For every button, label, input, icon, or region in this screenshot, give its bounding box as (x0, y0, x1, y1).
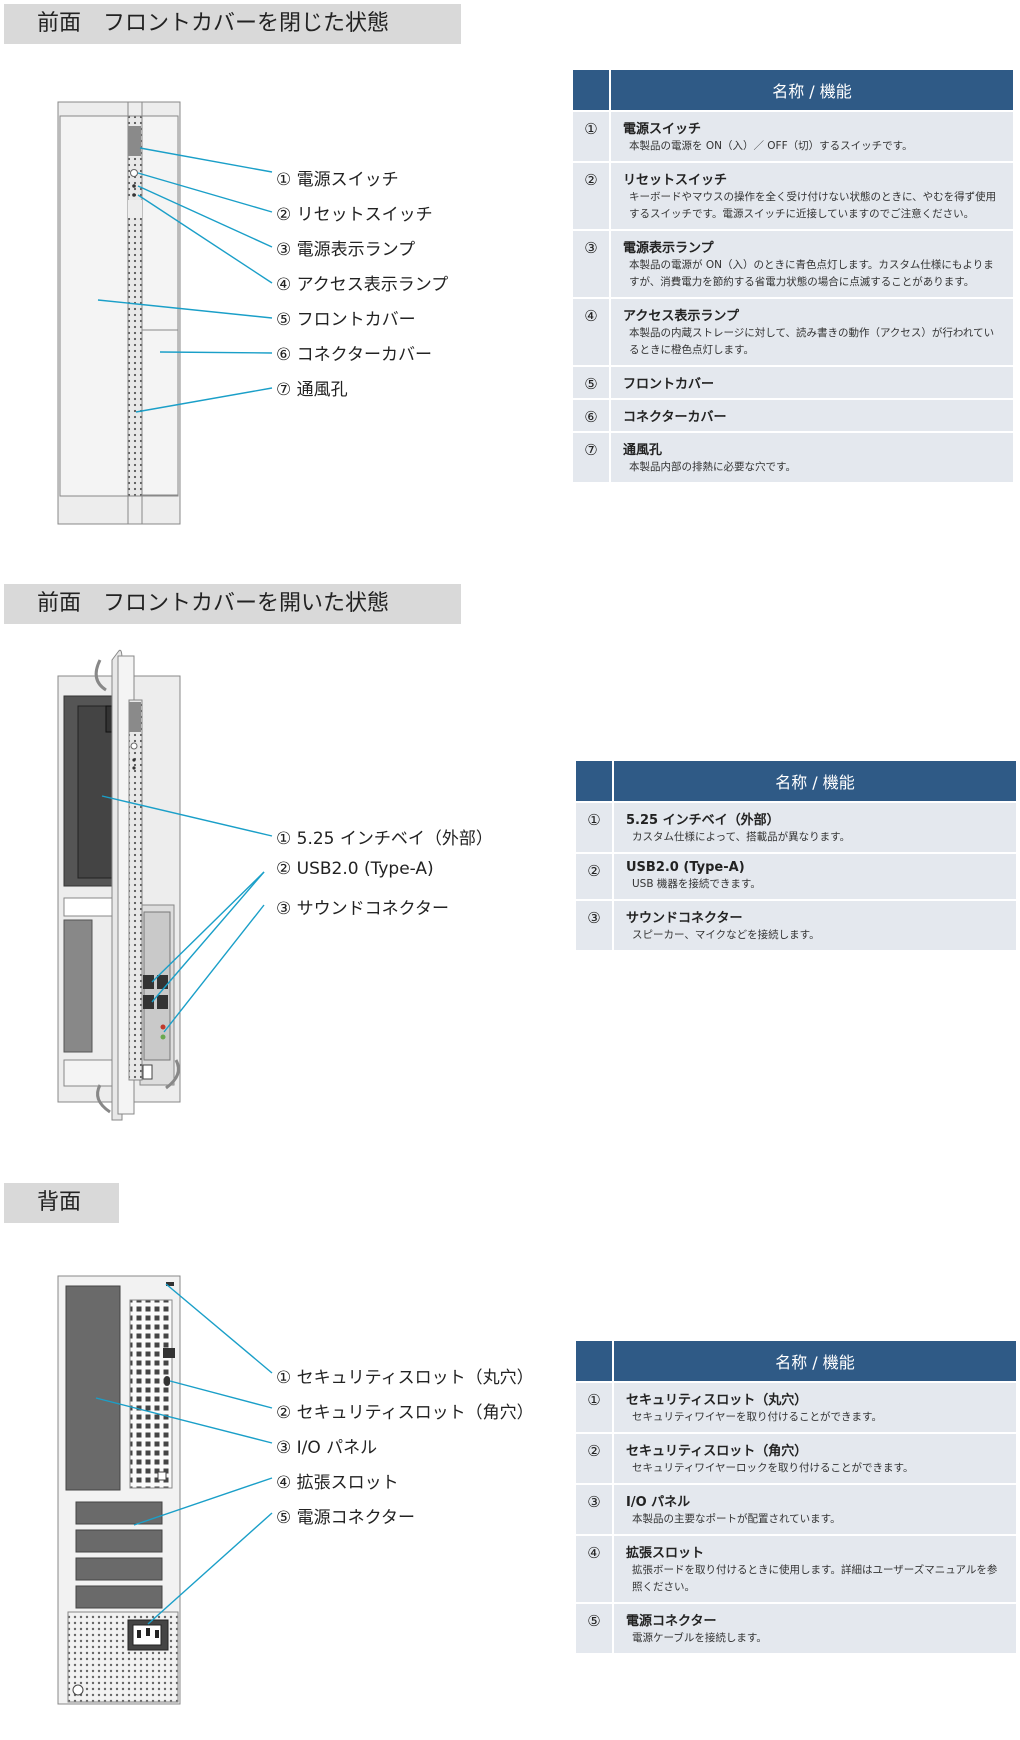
callout-security-round: ① セキュリティスロット（丸穴） (276, 1368, 534, 1388)
item-name: コネクターカバー (623, 410, 727, 425)
section-title-rear: 背面 (4, 1183, 119, 1223)
table-row: ⑦ 通風孔 本製品内部の排熱に必要な穴です。 (573, 433, 1013, 482)
item-desc: USB 機器を接続できます。 (632, 878, 761, 890)
item-name: I/O パネル (626, 1495, 691, 1510)
callout-sound: ③ サウンドコネクター (276, 899, 449, 919)
section-title-front-open: 前面 フロントカバーを開いた状態 (4, 584, 461, 624)
callout-power-switch: ① 電源スイッチ (276, 170, 399, 190)
callout-front-cover: ⑤ フロントカバー (276, 310, 416, 330)
table-row: ④ アクセス表示ランプ 本製品の内蔵ストレージに対して、読み書きの動作（アクセス… (573, 299, 1013, 365)
item-name: 電源コネクター (626, 1614, 717, 1629)
table-row: ③ サウンドコネクター スピーカー、マイクなどを接続します。 (576, 901, 1016, 950)
item-desc: キーボードやマウスの操作を全く受け付けない状態のときに、やむを得ず使用するスイッ… (629, 191, 997, 220)
callout-reset-switch: ② リセットスイッチ (276, 205, 433, 225)
item-desc: カスタム仕様によって、搭載品が異なります。 (632, 831, 851, 843)
item-name: 電源スイッチ (623, 122, 702, 137)
row-number: ① (576, 1383, 614, 1432)
table-row: ② USB2.0 (Type-A) USB 機器を接続できます。 (576, 854, 1016, 899)
table-header-num (573, 70, 611, 110)
table-row: ⑥ コネクターカバー (573, 400, 1013, 431)
spec-table-front-closed: 名称 / 機能 ① 電源スイッチ 本製品の電源を ON（入）／ OFF（切）する… (573, 68, 1013, 484)
table-row: ⑤ フロントカバー (573, 367, 1013, 398)
table-row: ③ 電源表示ランプ 本製品の電源が ON（入）のときに青色点灯します。カスタム仕… (573, 231, 1013, 297)
row-number: ② (576, 854, 614, 899)
item-desc: 拡張ボードを取り付けるときに使用します。詳細はユーザーズマニュアルを参照ください… (632, 1564, 998, 1593)
item-name: 5.25 インチベイ（外部） (626, 813, 780, 828)
row-number: ⑤ (573, 367, 611, 398)
row-number: ① (576, 803, 614, 852)
item-desc: 本製品の電源が ON（入）のときに青色点灯します。カスタム仕様にもよりますが、消… (629, 259, 994, 288)
table-row: ③ I/O パネル 本製品の主要なポートが配置されています。 (576, 1485, 1016, 1534)
row-number: ① (573, 112, 611, 161)
item-name: リセットスイッチ (623, 173, 728, 188)
table-row: ② セキュリティスロット（角穴） セキュリティワイヤーロックを取り付けることがで… (576, 1434, 1016, 1483)
row-number: ③ (576, 901, 614, 950)
item-name: 拡張スロット (626, 1546, 705, 1561)
row-number: ⑥ (573, 400, 611, 431)
item-name: サウンドコネクター (626, 911, 743, 926)
table-row: ⑤ 電源コネクター 電源ケーブルを接続します。 (576, 1604, 1016, 1653)
table-row: ② リセットスイッチ キーボードやマウスの操作を全く受け付けない状態のときに、や… (573, 163, 1013, 229)
table-row: ④ 拡張スロット 拡張ボードを取り付けるときに使用します。詳細はユーザーズマニュ… (576, 1536, 1016, 1602)
table-row: ① 電源スイッチ 本製品の電源を ON（入）／ OFF（切）するスイッチです。 (573, 112, 1013, 161)
front-open-drawing (57, 649, 273, 1121)
callout-usb: ② USB2.0 (Type-A) (276, 859, 434, 879)
spec-table-front-open: 名称 / 機能 ① 5.25 インチベイ（外部） カスタム仕様によって、搭載品が… (576, 759, 1016, 952)
item-desc: セキュリティワイヤーを取り付けることができます。 (632, 1411, 883, 1423)
table-header-num (576, 1341, 614, 1381)
callout-power-connector: ⑤ 電源コネクター (276, 1508, 415, 1528)
item-desc: 本製品の内蔵ストレージに対して、読み書きの動作（アクセス）が行われているときに橙… (629, 327, 995, 356)
item-name: セキュリティスロット（丸穴） (626, 1393, 808, 1408)
row-number: ④ (573, 299, 611, 365)
callout-io-panel: ③ I/O パネル (276, 1438, 378, 1458)
rear-drawing (57, 1275, 273, 1705)
item-name: 通風孔 (623, 443, 663, 458)
item-desc: スピーカー、マイクなどを接続します。 (632, 929, 820, 941)
row-number: ⑤ (576, 1604, 614, 1653)
table-header: 名称 / 機能 (614, 1341, 1016, 1381)
item-name: セキュリティスロット（角穴） (626, 1444, 808, 1459)
front-closed-drawing (57, 101, 273, 525)
table-row: ① セキュリティスロット（丸穴） セキュリティワイヤーを取り付けることができます… (576, 1383, 1016, 1432)
table-header-num (576, 761, 614, 801)
callout-access-lamp: ④ アクセス表示ランプ (276, 275, 449, 295)
callout-power-lamp: ③ 電源表示ランプ (276, 240, 416, 260)
table-row: ① 5.25 インチベイ（外部） カスタム仕様によって、搭載品が異なります。 (576, 803, 1016, 852)
item-desc: 本製品の主要なポートが配置されています。 (632, 1513, 841, 1525)
section-title-front-closed: 前面 フロントカバーを閉じた状態 (4, 4, 461, 44)
item-desc: 本製品内部の排熱に必要な穴です。 (629, 461, 796, 473)
callout-vent: ⑦ 通風孔 (276, 380, 348, 400)
row-number: ② (573, 163, 611, 229)
callout-security-square: ② セキュリティスロット（角穴） (276, 1403, 534, 1423)
item-name: フロントカバー (623, 377, 715, 392)
item-desc: 電源ケーブルを接続します。 (632, 1632, 767, 1644)
item-desc: 本製品の電源を ON（入）／ OFF（切）するスイッチです。 (629, 140, 913, 152)
callout-connector-cover: ⑥ コネクターカバー (276, 345, 432, 365)
row-number: ③ (573, 231, 611, 297)
item-desc: セキュリティワイヤーロックを取り付けることができます。 (632, 1462, 914, 1474)
item-name: USB2.0 (Type-A) (626, 860, 745, 875)
item-name: アクセス表示ランプ (623, 309, 739, 324)
item-name: 電源表示ランプ (623, 241, 714, 256)
table-header: 名称 / 機能 (611, 70, 1013, 110)
row-number: ④ (576, 1536, 614, 1602)
spec-table-rear: 名称 / 機能 ① セキュリティスロット（丸穴） セキュリティワイヤーを取り付け… (576, 1339, 1016, 1655)
row-number: ② (576, 1434, 614, 1483)
callout-drive-bay: ① 5.25 インチベイ（外部） (276, 829, 493, 849)
row-number: ⑦ (573, 433, 611, 482)
row-number: ③ (576, 1485, 614, 1534)
table-header: 名称 / 機能 (614, 761, 1016, 801)
callout-expansion-slot: ④ 拡張スロット (276, 1473, 399, 1493)
